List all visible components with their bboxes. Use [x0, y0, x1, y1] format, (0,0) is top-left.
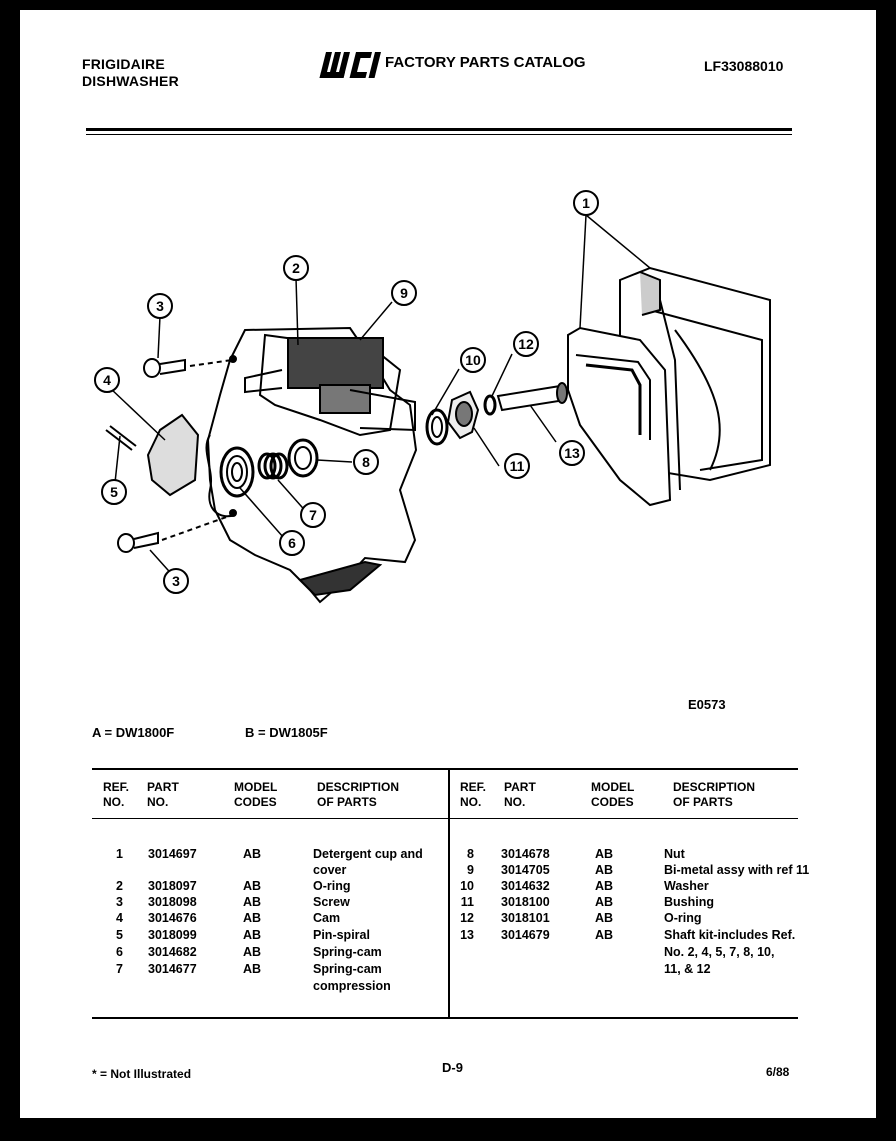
svg-text:13: 13 — [564, 445, 580, 461]
exploded-parts-diagram: 1 2 3 3 4 5 6 7 8 9 10 11 12 13 — [94, 190, 771, 604]
callout-6: 6 — [279, 530, 305, 556]
callout-9: 9 — [391, 280, 417, 306]
compression-spring — [257, 452, 289, 480]
table-header-rule — [92, 818, 798, 819]
oring-part — [483, 394, 497, 416]
callout-1: 1 — [573, 190, 599, 216]
spiral-pin — [105, 425, 137, 451]
brand-name: FRIGIDAIRE — [82, 56, 165, 72]
callout-7: 7 — [300, 502, 326, 528]
catalog-number: LF33088010 — [704, 58, 784, 74]
svg-text:10: 10 — [465, 352, 481, 368]
callout-8: 8 — [353, 449, 379, 475]
callout-13: 13 — [559, 440, 585, 466]
spring-coil — [219, 446, 255, 498]
detergent-cup — [567, 266, 771, 507]
callout-3-top: 3 — [147, 293, 173, 319]
header-rule — [86, 128, 792, 131]
screw-upper — [143, 358, 186, 378]
callout-11: 11 — [504, 453, 530, 479]
table-bottom-rule — [92, 1017, 798, 1019]
model-b-label: B = DW1805F — [245, 725, 328, 740]
bushing-part — [446, 390, 480, 440]
svg-text:6: 6 — [288, 535, 296, 551]
page-number: D-9 — [442, 1060, 463, 1075]
nut-part — [287, 438, 319, 478]
cam-part — [146, 413, 200, 497]
table-top-rule — [92, 768, 798, 770]
callout-4: 4 — [94, 367, 120, 393]
cam-spring — [205, 434, 236, 518]
washer-part — [425, 408, 449, 446]
door-gasket — [298, 560, 383, 597]
svg-text:11: 11 — [510, 458, 525, 474]
svg-text:2: 2 — [292, 260, 300, 276]
brand-block: FRIGIDAIRE DISHWASHER — [82, 56, 179, 90]
callout-10: 10 — [460, 347, 486, 373]
callouts: 1 2 3 3 4 5 6 7 8 9 10 11 12 13 — [94, 190, 599, 594]
figure-id: E0573 — [688, 697, 726, 712]
shaft-part — [496, 382, 568, 412]
svg-text:12: 12 — [518, 336, 534, 352]
catalog-page: FRIGIDAIRE DISHWASHER FACTORY PARTS CATA… — [20, 10, 876, 1118]
screw-lower — [117, 531, 159, 553]
callout-12: 12 — [513, 331, 539, 357]
svg-text:4: 4 — [103, 372, 111, 388]
svg-text:7: 7 — [309, 507, 317, 523]
revision-date: 6/88 — [766, 1065, 790, 1079]
header-rule-thin — [86, 134, 792, 135]
callout-2: 2 — [283, 255, 309, 281]
svg-text:3: 3 — [156, 298, 164, 314]
catalog-title: FACTORY PARTS CATALOG — [385, 54, 586, 71]
not-illustrated-note: * = Not Illustrated — [92, 1067, 192, 1081]
header-ref-left: REF.NO. — [103, 780, 130, 809]
svg-text:9: 9 — [400, 285, 408, 301]
svg-text:3: 3 — [172, 573, 180, 589]
wci-logo — [319, 52, 382, 78]
table-divider — [448, 768, 450, 1018]
callout-3-bottom: 3 — [163, 568, 189, 594]
model-a-label: A = DW1800F — [92, 725, 175, 740]
header-ref-right: REF.NO. — [460, 780, 487, 809]
svg-text:8: 8 — [362, 454, 370, 470]
actuator-housing — [287, 337, 384, 389]
svg-text:5: 5 — [110, 484, 118, 500]
svg-text:1: 1 — [582, 195, 590, 211]
callout-5: 5 — [101, 479, 127, 505]
product-type: DISHWASHER — [82, 73, 179, 89]
